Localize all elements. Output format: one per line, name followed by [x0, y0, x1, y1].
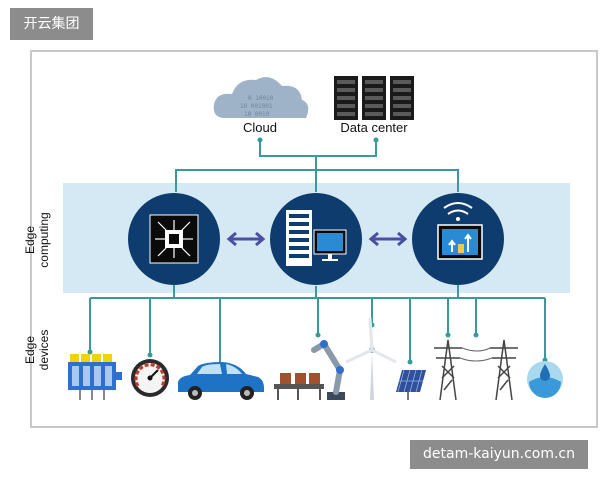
- solar-panel-icon: [396, 369, 426, 400]
- edge-computing-side-label: Edge computing: [23, 212, 51, 267]
- brand-badge: 开云集团: [10, 8, 93, 40]
- svg-text:Edge: Edge: [23, 336, 37, 364]
- svg-text:Edge: Edge: [23, 226, 37, 254]
- power-lines: [459, 347, 493, 362]
- edge-devices-side-label: Edge devices: [23, 330, 51, 371]
- wind-turbine-icon: [345, 317, 397, 400]
- bidirectional-arrow-right: [368, 231, 408, 247]
- url-badge: detam-kaiyun.com.cn: [410, 440, 588, 469]
- power-tower-icon: [490, 339, 518, 401]
- processor-chip-icon: [149, 214, 199, 264]
- water-drop-icon: [527, 361, 563, 398]
- svg-text:10 001001: 10 001001: [240, 103, 273, 110]
- car-icon: [178, 362, 264, 400]
- battery-modules-icon: [68, 354, 122, 400]
- svg-text:10 0010: 10 0010: [244, 111, 270, 118]
- cloud-label: Cloud: [243, 120, 277, 135]
- data-center-label: Data center: [340, 120, 408, 135]
- connector-lines: [89, 140, 546, 365]
- edge-node-server: [270, 193, 362, 285]
- wireless-gateway-icon: [437, 202, 483, 260]
- edge-node-processor: [128, 193, 220, 285]
- gauge-meter-icon: [131, 359, 169, 397]
- svg-text:computing: computing: [37, 212, 51, 267]
- svg-text:devices: devices: [37, 330, 51, 371]
- power-tower-icon: [434, 339, 462, 401]
- server-monitor-icon: [286, 210, 347, 266]
- cloud-icon: 0 10010 10 001001 10 0010: [213, 77, 309, 118]
- svg-text:0 10010: 0 10010: [248, 95, 274, 102]
- server-rack-icon: [334, 76, 414, 120]
- robot-arm-conveyor-icon: [274, 339, 345, 400]
- bidirectional-arrow-left: [226, 231, 266, 247]
- edge-node-gateway: [412, 193, 504, 285]
